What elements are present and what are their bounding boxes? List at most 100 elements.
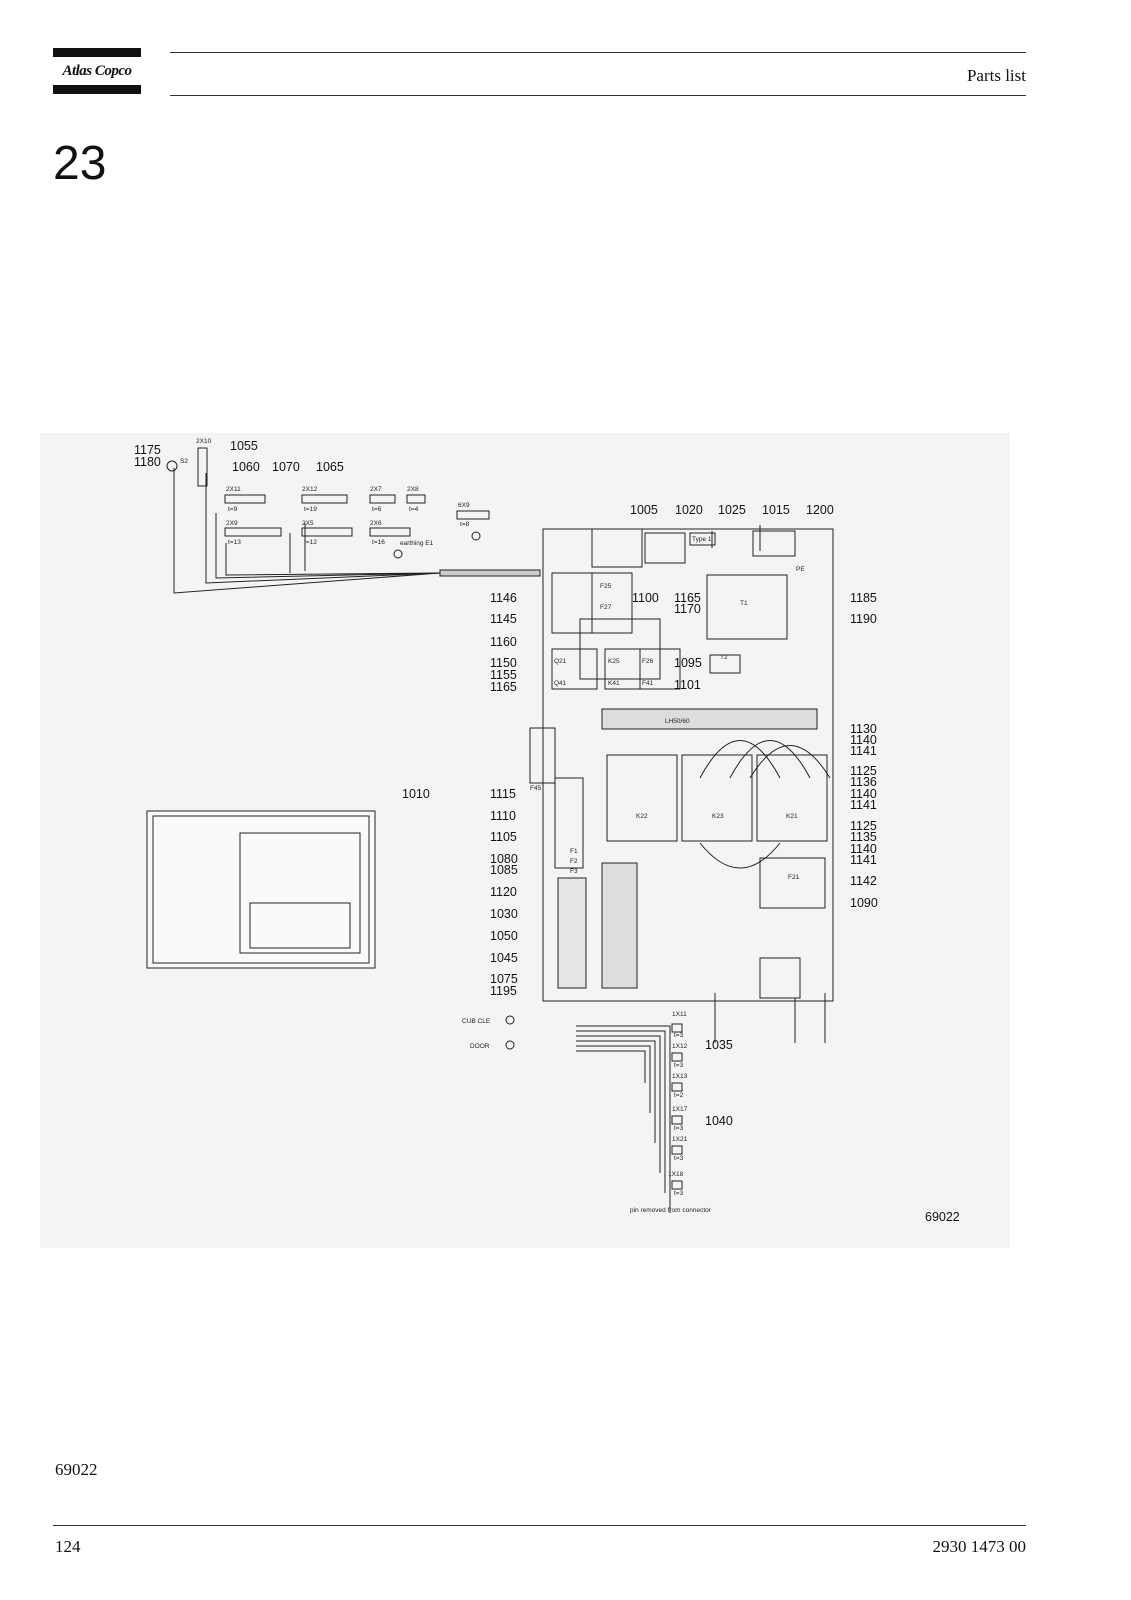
header-rule-top (170, 52, 1026, 53)
tag: earthing E1 (400, 540, 434, 547)
tag: K25 (608, 658, 620, 665)
logo-bar-bottom (53, 85, 141, 94)
tag: 2X10 (196, 438, 212, 445)
tag: F1 (570, 848, 578, 855)
part-label: 1030 (490, 907, 518, 921)
part-label: 1025 (718, 503, 746, 517)
atlas-copco-logo: Atlas Copco (53, 48, 141, 96)
tag: F45 (530, 785, 542, 792)
tag: 2X8 (407, 486, 419, 493)
document-number: 2930 1473 00 (932, 1537, 1027, 1556)
logo-bar-top (53, 48, 141, 57)
part-label: 1020 (675, 503, 703, 517)
tag: t=3 (674, 1190, 684, 1197)
part-label: 1105 (490, 830, 517, 844)
part-label: 1015 (762, 503, 790, 517)
tag: t=3 (674, 1125, 684, 1132)
tag: F26 (642, 658, 654, 665)
part-label: 1190 (850, 612, 877, 626)
part-label: 1185 (850, 591, 877, 605)
tag: LH50/60 (665, 718, 690, 725)
tag: t=6 (372, 506, 382, 513)
logo-text: Atlas Copco (62, 63, 132, 79)
part-number-labels: 1175 1180 1055 1060 1070 1065 1005 1020 … (134, 439, 878, 1128)
part-label: 1165 (490, 680, 517, 694)
tag: 2X9 (226, 520, 238, 527)
tag: K22 (636, 813, 648, 820)
tag: t=3 (674, 1155, 684, 1162)
part-label: 1140 (850, 842, 877, 856)
tag: F21 (788, 874, 800, 881)
part-label: 1065 (316, 460, 344, 474)
part-label: 1165 (674, 591, 701, 605)
tag: PE (796, 566, 805, 573)
tag: 1X12 (672, 1043, 688, 1050)
tag: t=13 (228, 539, 241, 546)
part-label: 1005 (630, 503, 658, 517)
figure-code-in-figure: 69022 (925, 1210, 960, 1224)
part-label: 1136 (850, 775, 877, 789)
tag: t=16 (372, 539, 385, 546)
section-number: 23 (53, 137, 107, 190)
part-label: 1170 (674, 602, 701, 616)
part-label: 1145 (490, 612, 517, 626)
tag: 1X21 (672, 1136, 688, 1143)
tag: t=8 (460, 521, 470, 528)
part-label: 1075 (490, 972, 518, 986)
part-label: 1010 (402, 787, 430, 801)
tag: Type 1 (692, 536, 712, 543)
tag: 6X9 (458, 502, 470, 509)
tag: t=4 (409, 506, 419, 513)
part-label: 1035 (705, 1038, 733, 1052)
part-label: 1050 (490, 929, 518, 943)
part-label: 1120 (490, 885, 517, 899)
part-label: 1142 (850, 874, 877, 888)
part-label: 1195 (490, 984, 517, 998)
part-label: 1070 (272, 460, 300, 474)
tag: 1X17 (672, 1106, 688, 1113)
part-label: 1140 (850, 733, 877, 747)
tag: DOOR (470, 1043, 490, 1050)
part-label: 1141 (850, 798, 877, 812)
part-label: 1125 (850, 819, 877, 833)
part-label: 1180 (134, 455, 161, 469)
part-label: 1060 (232, 460, 260, 474)
tag: Q21 (554, 658, 567, 665)
tag: t=3 (674, 1032, 684, 1039)
tag: T2 (720, 654, 728, 661)
part-label: 1080 (490, 852, 518, 866)
part-label: 1146 (490, 591, 517, 605)
tag: K21 (786, 813, 798, 820)
part-label: 1200 (806, 503, 834, 517)
part-label: 1110 (490, 809, 516, 823)
tag: Q41 (554, 680, 567, 687)
part-label: 1141 (850, 744, 877, 758)
part-label: 1140 (850, 787, 877, 801)
wiring-diagram-svg: 1175 1180 1055 1060 1070 1065 1005 1020 … (134, 438, 960, 1224)
part-label: 1115 (490, 787, 516, 801)
tag: pin removed from connector (630, 1207, 712, 1214)
tag: S2 (180, 458, 188, 465)
part-label: 1101 (674, 678, 701, 692)
part-label: 1155 (490, 668, 517, 682)
part-label: 1045 (490, 951, 518, 965)
component-tags: S2 2X10 2X11 t=9 2X12 t=19 2X7 t=6 2X8 t… (180, 438, 805, 1214)
tag: 2X5 (302, 520, 314, 527)
tag: 1X11 (672, 1011, 687, 1018)
part-label: 1175 (134, 443, 161, 457)
tag: F2 (570, 858, 578, 865)
tag: 2X11 (226, 486, 241, 493)
part-label: 1150 (490, 656, 517, 670)
footer-rule (53, 1525, 1026, 1526)
tag: K23 (712, 813, 724, 820)
tag: F3 (570, 868, 578, 875)
tag: t=12 (304, 539, 317, 546)
tag: F41 (642, 680, 654, 687)
part-label: 1160 (490, 635, 517, 649)
part-label: 1055 (230, 439, 258, 453)
tag: t=19 (304, 506, 317, 513)
tag: 1X13 (672, 1073, 688, 1080)
part-label: 1095 (674, 656, 702, 670)
part-label: 1130 (850, 722, 877, 736)
wiring-diagram-figure: 1175 1180 1055 1060 1070 1065 1005 1020 … (40, 433, 1010, 1248)
